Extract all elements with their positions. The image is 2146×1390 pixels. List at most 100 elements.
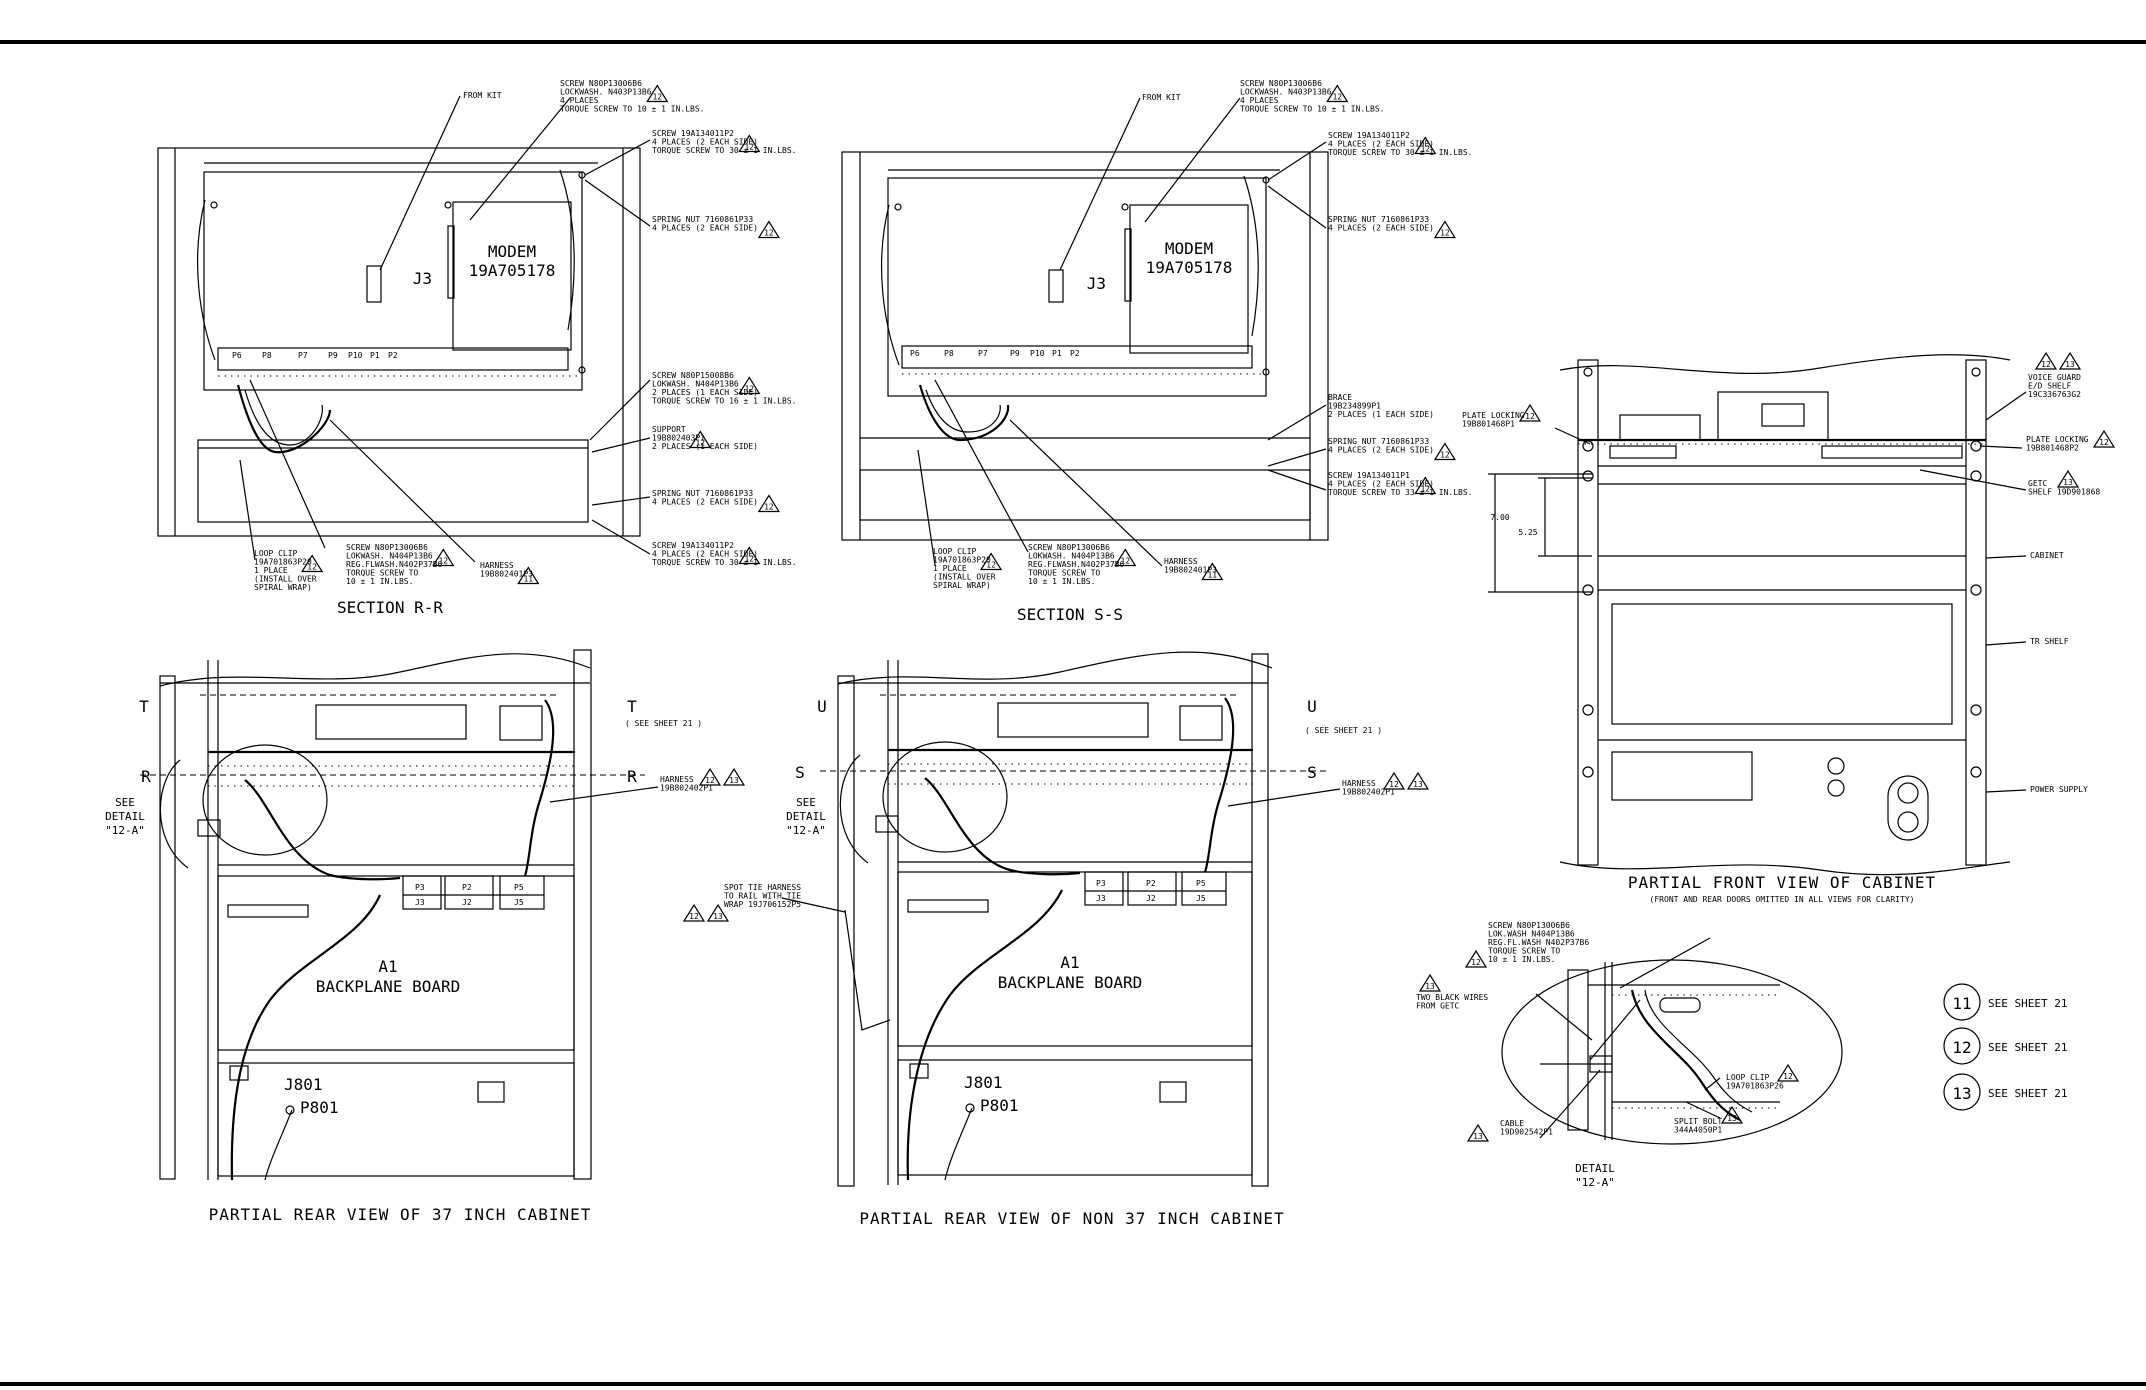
section-r-conn-p9: P9	[328, 351, 338, 360]
section-r-note-screw-bot-line: SCREW 19A134011P2	[652, 541, 734, 550]
detail-12a-cable	[1630, 989, 1741, 1121]
section-r-note-loop-clip-line: SPIRAL WRAP)	[254, 583, 312, 592]
section-r-note-loop-clip-line: 1 PLACE	[254, 566, 288, 575]
section-r-note-support-line: SUPPORT	[652, 425, 686, 434]
section-s-note-from-kit-line: FROM KIT	[1142, 93, 1181, 102]
section-r-note-spring-nut-top-0-tag-triangle	[757, 220, 780, 239]
front-tr-shelf-box	[1611, 603, 1953, 725]
section-r-note-screw-clip-line: TORQUE SCREW TO	[346, 569, 418, 578]
front-caption: PARTIAL FRONT VIEW OF CABINET	[1628, 873, 1936, 892]
front-power-supply-display	[1611, 751, 1753, 801]
section-s-note-from-kit: FROM KIT	[1142, 93, 1181, 102]
rear-non37-section-u-right: U	[1307, 697, 1317, 716]
section-r-note-screw-modem-0-tag-number: 12	[652, 93, 662, 102]
section-s-note-screw-clip-0-tag-triangle	[1114, 548, 1137, 567]
detail-note-screw-line: 10 ± 1 IN.LBS.	[1488, 955, 1555, 964]
section-r-note-harness-0-tag-triangle	[517, 566, 540, 585]
front-note-plate-left-line: PLATE LOCKING	[1462, 411, 1525, 420]
section-r-conn-p8: P8	[262, 351, 272, 360]
rear-37-plug-p5: P5	[514, 883, 524, 892]
section-r-note-screw-mid-0-tag-triangle	[738, 376, 761, 395]
section-r-note-screw-clip-line: 10 ± 1 IN.LBS.	[346, 577, 413, 586]
rear-37-note-harness-line: 19B802402P1	[660, 784, 713, 793]
section-r-note-screw-modem-0-tag-triangle	[646, 84, 669, 103]
section-r-note-screw-clip-0-tag-number: 12	[438, 557, 448, 566]
rear-non37-see-sheet: ( SEE SHEET 21 )	[1305, 726, 1382, 735]
section-s-conn-p2: P2	[1070, 349, 1080, 358]
rear-non37-jack-j3: J3	[1096, 894, 1106, 903]
front-note-plate-right-line: PLATE LOCKING	[2026, 435, 2089, 444]
detail-note-two-black-line: TWO BLACK WIRES	[1416, 993, 1488, 1002]
section-s-note-loop-clip-line: SPIRAL WRAP)	[933, 581, 991, 590]
detail-note-cable-line: CABLE	[1500, 1119, 1524, 1128]
section-s-conn-p9: P9	[1010, 349, 1020, 358]
section-s-conn-p7: P7	[978, 349, 988, 358]
rear-non37-note-harness-0-tag-number: 12	[1389, 780, 1399, 789]
section-r-note-spring-nut-top-line: SPRING NUT 7160861P33	[652, 215, 753, 224]
detail-note-screw-line: REG.FL.WASH N402P37B6	[1488, 938, 1589, 947]
section-r-note-loop-clip-0-tag-triangle	[301, 554, 324, 573]
front-note-voice-guard-line: 19C336763G2	[2028, 390, 2081, 399]
rear-37-section-r-left: R	[141, 767, 151, 786]
section-s-note-screw-modem-line: 4 PLACES	[1240, 96, 1279, 105]
rear-37-section-t-right: T	[627, 697, 637, 716]
section-s-note-screw-top-line: TORQUE SCREW TO 30 ± 1 IN.LBS.	[1328, 148, 1473, 157]
section-r-note-support-line: 2 PLACES (1 EACH SIDE)	[652, 442, 758, 451]
rear-37-jack-j3: J3	[415, 898, 425, 907]
section-r-note-spring-nut-bot-0-tag-number: 12	[764, 503, 774, 512]
rear-37-see-sheet: ( SEE SHEET 21 )	[625, 719, 702, 728]
front-note-power-supply: POWER SUPPLY	[2030, 785, 2088, 794]
rear-non37-board-label: BACKPLANE BOARD	[998, 973, 1143, 992]
section-s-note-screw-bot-line: TORQUE SCREW TO 33 ± 1 IN.LBS.	[1328, 488, 1473, 497]
detail-12a-view: DETAIL "12-A"	[1501, 937, 1843, 1189]
detail-note-split-bolt-0-tag-triangle	[1720, 1105, 1744, 1124]
rear-37-note-harness-0-tag-triangle	[698, 767, 722, 786]
section-s-modem-box	[1129, 204, 1249, 354]
rear-non37-plug-p2: P2	[1146, 879, 1156, 888]
front-note-plate-right-line: 19B801468P2	[2026, 444, 2079, 453]
rear-37-note-harness-line: HARNESS	[660, 775, 694, 784]
section-r-modem-part: 19A705178	[469, 261, 556, 280]
section-s-note-screw-bot-0-tag-triangle	[1414, 476, 1437, 495]
section-r-note-screw-clip-0-tag-triangle	[432, 548, 455, 567]
section-r-modem-title: MODEM	[488, 242, 536, 261]
detail-note-screw-0-tag-number: 12	[1471, 958, 1481, 967]
detail-note-cable-0-tag-number: 13	[1473, 1132, 1483, 1141]
rear-non37-note-spot-tie-1-tag-number: 13	[713, 912, 723, 921]
section-s-note-screw-top-line: 4 PLACES (2 EACH SIDE)	[1328, 140, 1434, 149]
front-note-voice-guard-1-tag-triangle	[2058, 351, 2082, 370]
section-r-note-screw-bot-line: TORQUE SCREW TO 30 ± 1 IN.LBS.	[652, 558, 797, 567]
rear-non37-note-spot-tie-line: TO RAIL WITH TIE	[724, 892, 801, 901]
rear-non37-section-u-left: U	[817, 697, 827, 716]
section-r-harness-path	[236, 384, 332, 454]
section-r-note-spring-nut-top-0-tag-number: 12	[764, 229, 774, 238]
front-note-tr-shelf: TR SHELF	[2030, 637, 2069, 646]
rear-non37-a1-label: A1	[1060, 953, 1079, 972]
detail-note-cable-0-tag-triangle	[1466, 1123, 1490, 1142]
section-r-note-screw-top-line: SCREW 19A134011P2	[652, 129, 734, 138]
section-s-harness-path	[918, 384, 1010, 442]
rear-37-plug-p2: P2	[462, 883, 472, 892]
section-r-note-screw-mid-line: 2 PLACES (1 EACH SIDE)	[652, 388, 758, 397]
section-r-note-support-0-tag-number: 12	[695, 439, 705, 448]
front-note-plate-right-0-tag-triangle	[2092, 429, 2116, 448]
detail-12a-caption-line1: DETAIL	[1575, 1162, 1615, 1175]
rear-37-j801-label: J801	[284, 1075, 323, 1094]
detail-note-two-black-0-tag-number: 13	[1425, 982, 1435, 991]
front-note-plate-right-0-tag-number: 12	[2099, 438, 2109, 447]
rear-non37-view: P3 P2 P5 J3 J2 J5 A1 BACKPLANE BOARD J80…	[781, 651, 1382, 1228]
front-note-cabinet-line: CABINET	[2030, 551, 2064, 560]
front-note-plate-left-0-tag-number: 12	[1525, 412, 1535, 421]
rear-non37-note-spot-tie-line: WRAP 19J706152P5	[724, 900, 801, 909]
